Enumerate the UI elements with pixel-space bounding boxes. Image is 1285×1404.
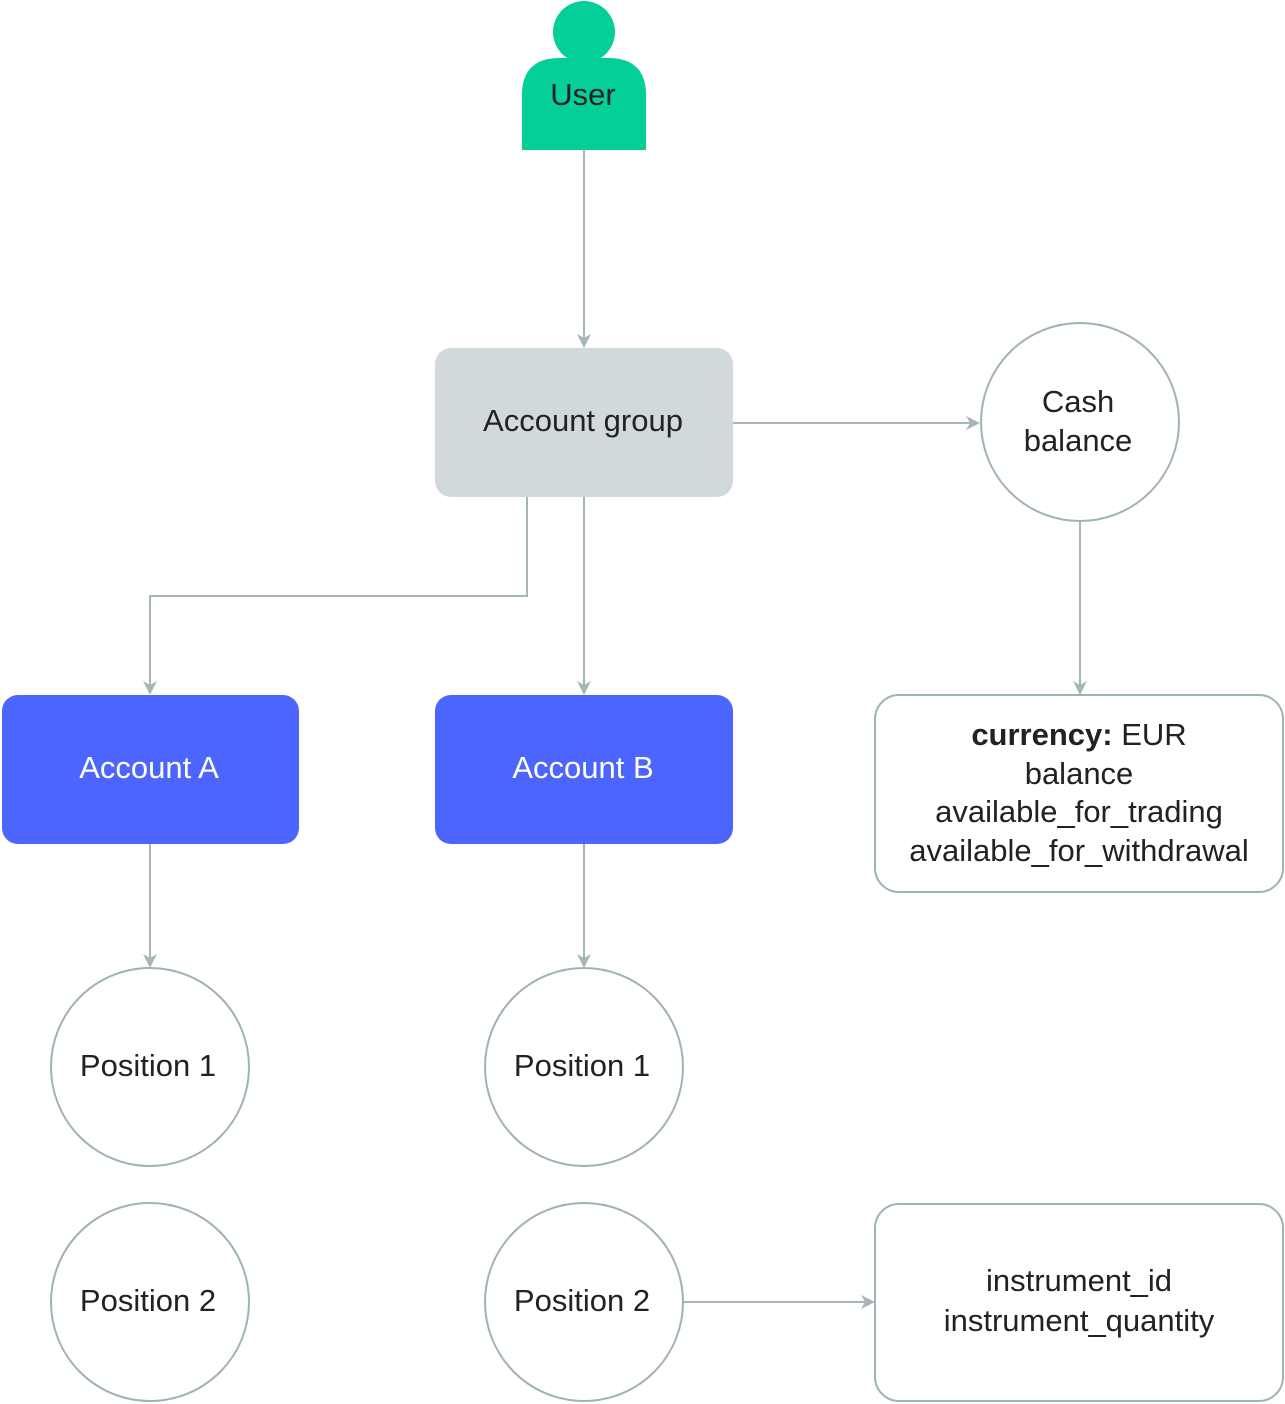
- account-b-position-1-node[interactable]: Position 1: [484, 967, 684, 1167]
- account-b-position-1-circle: [484, 967, 684, 1167]
- cash-details-available-for-trading: available_for_trading: [935, 794, 1223, 829]
- account-a-position-1-circle: [50, 967, 250, 1167]
- position-details-box: [874, 1203, 1284, 1402]
- account-a-position-1-label: Position 1: [80, 1048, 216, 1083]
- account-a-position-1-node[interactable]: Position 1: [50, 967, 250, 1167]
- account-a-position-2-node[interactable]: Position 2: [50, 1202, 250, 1402]
- account-a-position-2-label: Position 2: [80, 1283, 216, 1318]
- account-a-position-2-circle: [50, 1202, 250, 1402]
- position-details-instrument-quantity: instrument_quantity: [944, 1303, 1215, 1338]
- cash-details-node[interactable]: currency: EUR balance available_for_trad…: [874, 694, 1284, 893]
- position-details-instrument-id: instrument_id: [986, 1263, 1172, 1298]
- account-a-node[interactable]: Account A: [2, 695, 299, 844]
- account-group-label: Account group: [483, 403, 683, 438]
- account-a-label: Account A: [79, 750, 219, 785]
- cash-details-currency-line: currency: EUR: [971, 717, 1186, 752]
- account-a-box: [2, 695, 299, 844]
- cash-balance-node[interactable]: Cash balance: [980, 322, 1180, 522]
- account-b-box: [435, 695, 733, 844]
- user-node[interactable]: User: [522, 1, 646, 150]
- cash-balance-label-line-2: balance: [1024, 423, 1133, 458]
- account-group-box: [435, 348, 733, 497]
- cash-details-box: [874, 694, 1284, 893]
- cash-details-available-for-withdrawal: available_for_withdrawal: [909, 833, 1248, 868]
- account-group-node[interactable]: Account group: [435, 348, 733, 497]
- account-b-position-2-label: Position 2: [514, 1283, 650, 1318]
- account-b-position-1-label: Position 1: [514, 1048, 650, 1083]
- connectors: [143, 150, 1087, 1309]
- cash-balance-label-line-1: Cash: [1042, 384, 1114, 419]
- edge-account-group-to-account-a: [143, 497, 528, 695]
- position-details-node[interactable]: instrument_id instrument_quantity: [874, 1203, 1284, 1402]
- cash-details-currency-key: currency:: [971, 717, 1112, 752]
- account-b-position-2-circle: [484, 1202, 684, 1402]
- cash-balance-circle: [980, 322, 1180, 522]
- account-b-label: Account B: [512, 750, 653, 785]
- user-icon-body: [522, 58, 646, 150]
- account-b-node[interactable]: Account B: [435, 695, 733, 844]
- user-icon-head: [553, 1, 615, 63]
- cash-details-currency-value: EUR: [1113, 717, 1187, 752]
- user-label: User: [550, 77, 615, 112]
- cash-details-balance: balance: [1025, 756, 1134, 791]
- account-b-position-2-node[interactable]: Position 2: [484, 1202, 684, 1402]
